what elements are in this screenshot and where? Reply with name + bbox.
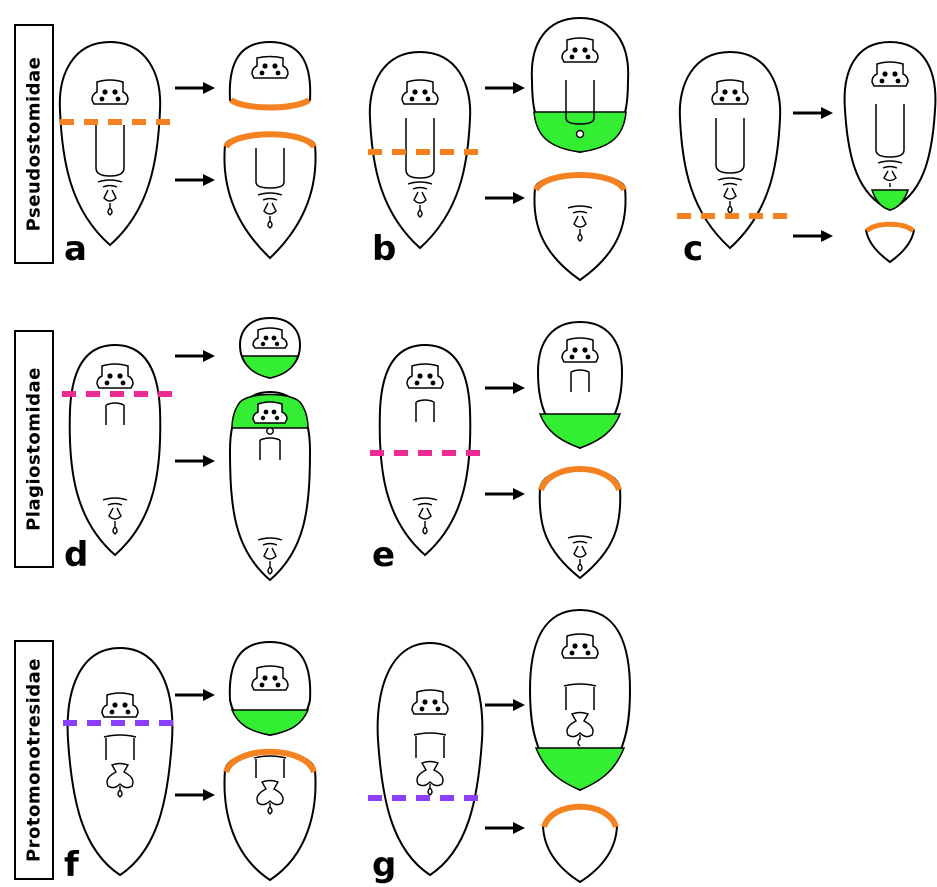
- panel-c-original-worm: [677, 50, 792, 250]
- regenerated-tissue: [538, 413, 622, 449]
- panel-a-anterior-fragment: [228, 40, 312, 111]
- pharynx-icon: [95, 125, 125, 177]
- panel-b-posterior-fragment: [533, 172, 627, 282]
- panel-f-posterior-fragment: [223, 748, 317, 882]
- panel-letter-c: c: [683, 229, 704, 269]
- group-label-pseudostomidae: Pseudostomidae: [14, 24, 54, 264]
- panel-letter-f: f: [64, 845, 79, 885]
- panel-letter-a: a: [64, 229, 87, 269]
- panel-letter-d: d: [64, 535, 89, 575]
- panel-g-posterior-fragment: [541, 803, 619, 884]
- panel-e-posterior-fragment: [538, 466, 622, 580]
- panel-g-arrows: [485, 699, 525, 834]
- panel-d-original-worm: [62, 343, 176, 557]
- panel-g-original-worm: [368, 641, 484, 877]
- brain-icon: [91, 79, 129, 105]
- panel-b-anterior-fragment: [530, 16, 630, 154]
- panel-d-anterior-fragment: [238, 316, 302, 380]
- panel-e-original-worm: [370, 343, 484, 557]
- panel-letter-g: g: [372, 845, 397, 885]
- panel-f-anterior-fragment: [228, 640, 312, 737]
- panel-f-original-worm: [63, 646, 178, 877]
- panel-a-arrows: [175, 82, 215, 186]
- regenerated-tissue: [870, 189, 910, 211]
- group-label-plagiostomidae: Plagiostomidae: [14, 330, 54, 568]
- panel-a-posterior-fragment: [223, 131, 317, 260]
- panel-e-arrows: [485, 382, 525, 500]
- group-label-text: Pseudostomidae: [23, 56, 45, 232]
- panel-b-arrows: [485, 82, 525, 204]
- regenerated-tissue: [534, 747, 626, 791]
- panel-g-anterior-fragment: [528, 608, 632, 792]
- panel-a-original-worm: [58, 40, 175, 247]
- panel-letter-b: b: [372, 229, 397, 269]
- panel-letter-e: e: [372, 535, 396, 575]
- panel-d-posterior-fragment: [228, 390, 312, 582]
- group-label-text: Plagiostomidae: [23, 367, 45, 531]
- gonopore-icon: [97, 179, 123, 216]
- panel-c-arrows: [793, 107, 833, 242]
- panel-d-arrows: [175, 350, 215, 467]
- regenerated-tissue: [230, 709, 310, 736]
- panel-c-anterior-fragment: [843, 40, 937, 212]
- panel-b-original-worm: [368, 50, 482, 250]
- group-label-protomonotresidae: Protomonotresidae: [14, 640, 54, 880]
- panel-c-posterior-fragment: [864, 221, 916, 264]
- regenerated-tissue: [240, 355, 300, 379]
- group-label-text: Protomonotresidae: [23, 657, 45, 863]
- panel-f-arrows: [175, 689, 215, 801]
- panel-e-anterior-fragment: [536, 320, 624, 450]
